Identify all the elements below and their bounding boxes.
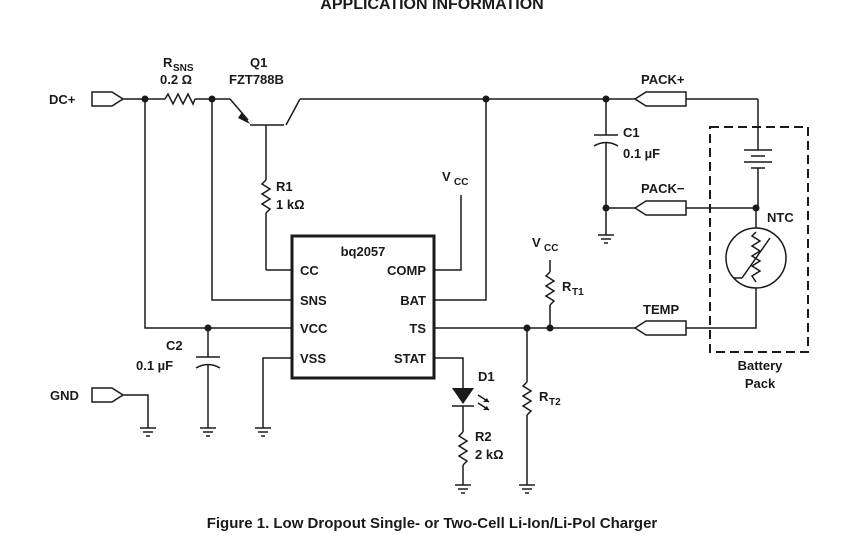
rt2-sub: T2 xyxy=(549,397,561,408)
ntc-thermistor-icon xyxy=(725,208,787,289)
battery-cell-icon xyxy=(744,99,772,208)
pin-comp: COMP xyxy=(387,263,426,278)
wire-vss xyxy=(262,357,292,428)
pack-plus-terminal xyxy=(633,91,687,107)
gnd-label: GND xyxy=(50,388,79,403)
q1-value: FZT788B xyxy=(229,72,284,87)
ground-icon xyxy=(255,427,271,437)
section-header: APPLICATION INFORMATION xyxy=(320,0,543,13)
pin-vcc: VCC xyxy=(300,321,328,336)
vcc-rt1-sub: CC xyxy=(544,243,558,254)
d1-led xyxy=(452,388,490,411)
ground-icon xyxy=(598,234,614,244)
temp-label: TEMP xyxy=(643,302,679,317)
c2-capacitor xyxy=(195,328,221,428)
c1-name: C1 xyxy=(623,125,640,140)
temp-terminal xyxy=(633,320,687,336)
pin-vss: VSS xyxy=(300,351,326,366)
c1-capacitor xyxy=(593,99,619,235)
rt1-sub: T1 xyxy=(572,287,584,298)
figure-caption: Figure 1. Low Dropout Single- or Two-Cel… xyxy=(207,515,658,532)
r2-value: 2 kΩ xyxy=(475,447,504,462)
vcc-rt1-name: V xyxy=(532,235,541,250)
rsns-resistor xyxy=(164,92,196,106)
dc-plus-label: DC+ xyxy=(49,92,76,107)
q1-name: Q1 xyxy=(250,55,267,70)
ntc-name: NTC xyxy=(767,210,794,225)
c1-value: 0.1 µF xyxy=(623,146,660,161)
ic-name: bq2057 xyxy=(341,244,386,259)
battery-pack-label-line1: Battery xyxy=(738,358,784,373)
pack-minus-label: PACK− xyxy=(641,181,685,196)
wire-gnd xyxy=(123,394,149,428)
vcc-comp-name: V xyxy=(442,169,451,184)
c2-value: 0.1 µF xyxy=(136,358,173,373)
rt1-resistor xyxy=(544,271,556,306)
wire-temp xyxy=(686,288,757,329)
pack-minus-terminal xyxy=(633,200,687,216)
r1-value: 1 kΩ xyxy=(276,197,305,212)
ground-icon xyxy=(455,484,471,494)
battery-pack-label-line2: Pack xyxy=(745,376,776,391)
pin-bat: BAT xyxy=(400,293,426,308)
pin-stat: STAT xyxy=(394,351,426,366)
rt1-name: R xyxy=(562,279,572,294)
rsns-name: R xyxy=(163,55,173,70)
pin-sns: SNS xyxy=(300,293,327,308)
battery-pack-box xyxy=(709,126,809,353)
wire-sns xyxy=(211,99,292,301)
dc-plus-terminal xyxy=(91,91,125,107)
rt2-name: R xyxy=(539,389,549,404)
q1-transistor xyxy=(229,98,301,180)
r1-resistor xyxy=(260,179,272,214)
rt2-resistor xyxy=(521,381,533,416)
ground-icon xyxy=(200,427,216,437)
rsns-value: 0.2 Ω xyxy=(160,72,192,87)
r2-resistor xyxy=(457,431,469,466)
d1-name: D1 xyxy=(478,369,495,384)
vcc-comp-sub: CC xyxy=(454,177,468,188)
ground-icon xyxy=(519,484,535,494)
c2-name: C2 xyxy=(166,338,183,353)
pin-cc: CC xyxy=(300,263,319,278)
ground-icon xyxy=(140,427,156,437)
gnd-terminal xyxy=(91,387,125,403)
pack-plus-label: PACK+ xyxy=(641,72,685,87)
wire-comp xyxy=(434,195,462,271)
wire-bat xyxy=(434,99,487,301)
ic-bq2057 xyxy=(290,234,436,380)
r1-name: R1 xyxy=(276,179,293,194)
wire-vcc xyxy=(144,99,292,329)
rsns-sub: SNS xyxy=(173,63,194,74)
wire-stat xyxy=(434,357,464,388)
r2-name: R2 xyxy=(475,429,492,444)
pin-ts: TS xyxy=(409,321,426,336)
